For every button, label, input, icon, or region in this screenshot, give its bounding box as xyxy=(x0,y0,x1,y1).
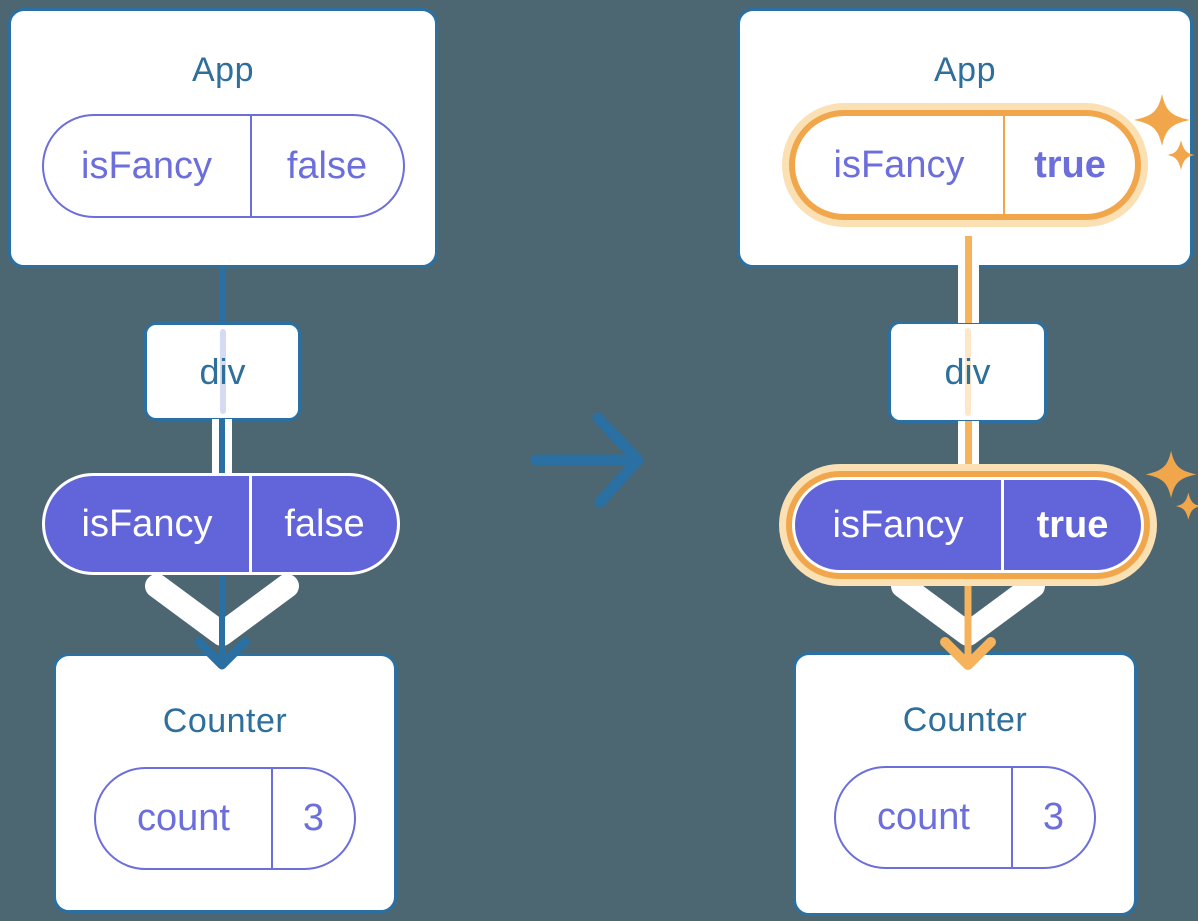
right-div-label: div xyxy=(944,351,991,392)
right-div-node: div xyxy=(888,321,1047,423)
left-counter-title: Counter xyxy=(162,702,288,740)
right-app-to-div-line xyxy=(958,236,979,323)
left-app-card: App isFancy false xyxy=(8,8,438,268)
left-counter-state-name: count xyxy=(137,797,230,839)
right-counter-state-pill: count 3 xyxy=(834,766,1096,869)
left-prop-pill: isFancy false xyxy=(42,473,400,575)
transition-arrow-icon xyxy=(530,412,644,508)
right-app-state-name: isFancy xyxy=(833,143,965,186)
left-app-title: App xyxy=(192,51,254,89)
right-prop-value: true xyxy=(1001,480,1141,570)
left-div-passthrough-line xyxy=(219,329,226,414)
left-app-state-pill: isFancy false xyxy=(41,114,405,218)
right-counter-state-value: 3 xyxy=(1011,768,1094,867)
right-prop-pill: isFancy true xyxy=(792,477,1144,573)
left-prop-name: isFancy xyxy=(81,502,213,545)
sparkles-icon xyxy=(1145,450,1198,520)
left-prop-value: false xyxy=(249,476,397,572)
right-prop-name: isFancy xyxy=(832,503,964,546)
left-div-to-pill-line xyxy=(212,419,232,475)
left-div-node: div xyxy=(144,322,301,421)
right-div-to-pill-line xyxy=(958,421,979,470)
left-app-state-value: false xyxy=(249,116,403,216)
right-app-state-pill: isFancy true xyxy=(789,110,1141,220)
left-app-state-name: isFancy xyxy=(81,144,212,187)
left-counter-state-pill: count 3 xyxy=(94,767,356,870)
right-counter-title: Counter xyxy=(902,701,1028,739)
left-div-label: div xyxy=(199,350,246,392)
right-app-title: App xyxy=(934,51,996,89)
right-counter-card: Counter count 3 xyxy=(793,652,1137,916)
right-app-state-value: true xyxy=(1003,116,1135,214)
left-app-to-div-line xyxy=(219,264,225,324)
left-flow-arrow-icon xyxy=(145,574,299,670)
right-counter-state-name: count xyxy=(877,796,970,838)
left-counter-card: Counter count 3 xyxy=(53,653,397,913)
right-div-passthrough-line xyxy=(964,328,971,416)
right-flow-arrow-icon xyxy=(891,572,1045,670)
sparkles-icon xyxy=(1134,94,1195,170)
left-counter-state-value: 3 xyxy=(271,769,354,868)
right-app-card: App isFancy true xyxy=(737,8,1193,268)
